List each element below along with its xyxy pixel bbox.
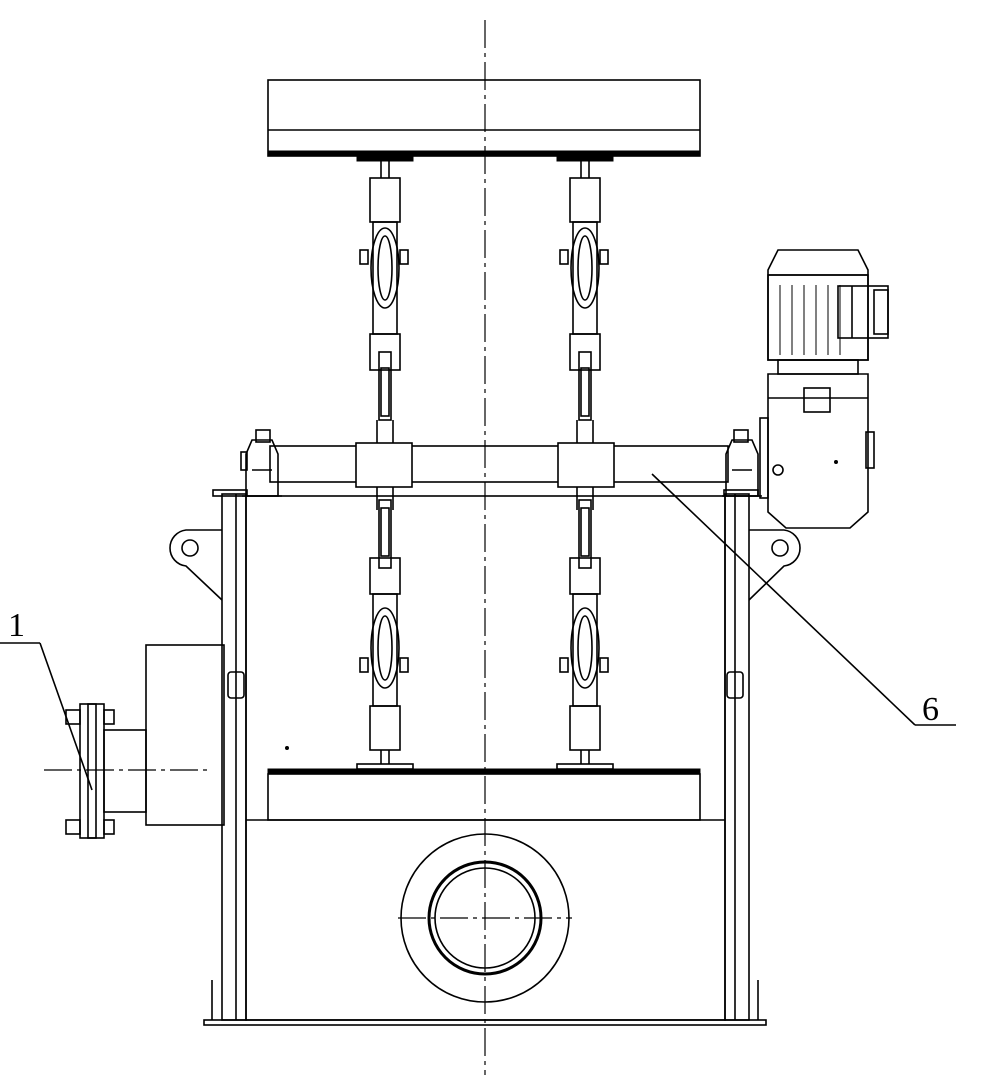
gear-motor [759,249,889,529]
upper-support-right [559,161,609,444]
reference-dot [285,746,289,750]
bottom-plate [267,768,701,821]
lower-support-right [556,487,614,770]
outlet-port [398,833,572,1003]
bearing-left [240,429,282,497]
callout-6: 6 [651,473,956,728]
top-plate [267,79,701,162]
callout-1: 1 [0,607,93,791]
inlet-flange [44,644,225,839]
lifting-lug-right [748,529,801,601]
reference-dot-motor [834,460,838,464]
lifting-lug-left [169,529,223,601]
drive-shaft [269,442,729,488]
upper-support-left [359,161,409,444]
callout-1-label: 1 [8,607,25,644]
lower-support-left [356,487,414,770]
callout-6-label: 6 [922,691,939,728]
